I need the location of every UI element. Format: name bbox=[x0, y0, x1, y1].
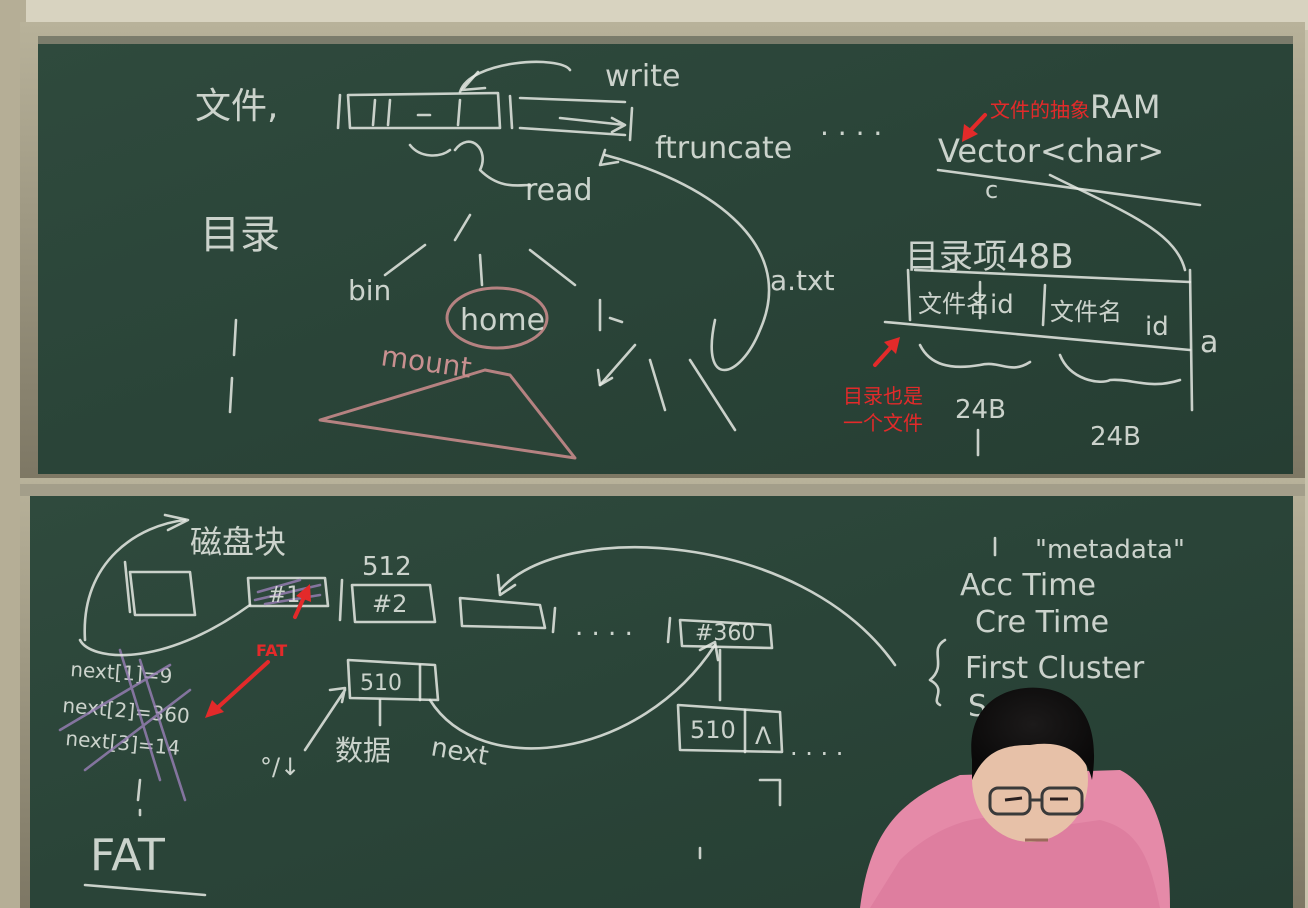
label-zhizhen: °/↓ bbox=[260, 753, 300, 781]
label-block2: #2 bbox=[372, 590, 407, 618]
annotation-fat: FAT bbox=[205, 584, 311, 718]
label-c: c bbox=[985, 176, 998, 204]
home-highlight-ellipse bbox=[445, 286, 549, 350]
label-entry-field1: 文件名 bbox=[918, 290, 990, 318]
label-dots-bottom: . . . . bbox=[575, 612, 633, 642]
label-block1: #1 bbox=[268, 583, 300, 608]
label-write: write bbox=[605, 59, 680, 94]
label-arrow-label: 数据 bbox=[335, 734, 391, 767]
label-first: First Cluster bbox=[965, 651, 1145, 686]
label-entry-id1: id bbox=[990, 290, 1014, 320]
label-cre: Cre Time bbox=[975, 605, 1109, 640]
label-24b-1: 24B bbox=[955, 395, 1006, 425]
label-dots: . . . . bbox=[820, 109, 882, 142]
note-dir-line1: 目录也是 bbox=[843, 384, 923, 408]
label-512: 512 bbox=[362, 552, 412, 582]
label-atxt: a.txt bbox=[770, 264, 835, 297]
label-metadata: "metadata" bbox=[1035, 535, 1185, 565]
note-dir-line2: 一个文件 bbox=[843, 411, 923, 435]
top-board-chalk: 文件, write ftruncate read . . . . a.txt R… bbox=[195, 59, 1218, 460]
note-fat: FAT bbox=[256, 641, 287, 660]
label-bin: bin bbox=[348, 274, 391, 307]
label-null: Λ bbox=[755, 722, 772, 750]
label-24b-2: 24B bbox=[1090, 422, 1141, 452]
note-file-abstraction: 文件的抽象 bbox=[990, 98, 1090, 122]
label-home: home bbox=[460, 303, 545, 338]
label-dots-right: . . . . bbox=[790, 733, 843, 761]
annotation-dir-is-file: 目录也是 一个文件 bbox=[843, 337, 923, 435]
label-ram: RAM bbox=[1090, 88, 1160, 126]
label-entry-tail: a bbox=[1200, 325, 1218, 360]
top-chalkboard bbox=[20, 22, 1305, 480]
label-block360: #360 bbox=[695, 621, 755, 646]
label-header: 磁盘块 bbox=[190, 523, 286, 561]
label-fat-big: FAT bbox=[90, 830, 165, 881]
label-directory: 目录 bbox=[200, 212, 280, 258]
label-ftruncate: ftruncate bbox=[655, 131, 792, 166]
label-entry-id2: id bbox=[1145, 312, 1169, 342]
label-acc: Acc Time bbox=[960, 568, 1096, 603]
label-file: 文件, bbox=[195, 86, 278, 127]
annotation-file-abstraction: 文件的抽象 bbox=[962, 98, 1090, 142]
label-entry-field2: 文件名 bbox=[1050, 298, 1122, 326]
label-data1: 510 bbox=[360, 671, 402, 696]
label-vector: Vector<char> bbox=[938, 132, 1164, 170]
label-read: read bbox=[525, 173, 593, 208]
label-data2: 510 bbox=[690, 716, 736, 744]
lecturer bbox=[860, 687, 1170, 908]
